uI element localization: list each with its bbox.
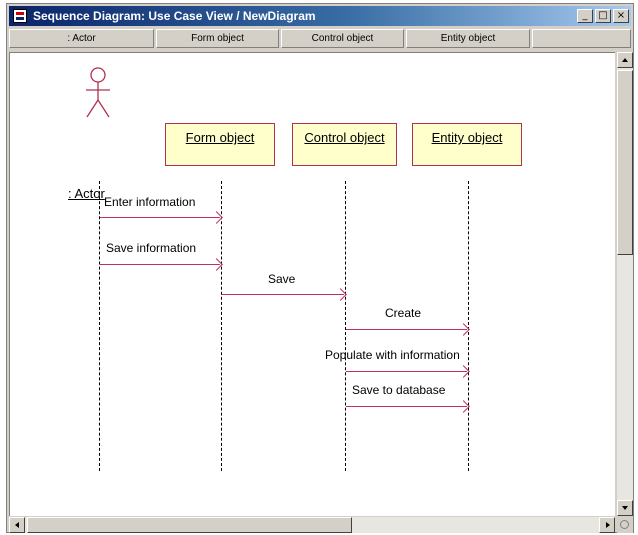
close-button[interactable]: × <box>613 9 629 23</box>
scroll-left-icon[interactable] <box>9 517 25 533</box>
minimize-button[interactable]: _ <box>577 9 593 23</box>
object-label: Entity object <box>431 130 503 145</box>
object-control-object[interactable]: Control object <box>292 123 397 166</box>
message-arrow[interactable] <box>346 371 467 372</box>
stick-figure-icon[interactable] <box>78 67 118 123</box>
vertical-scroll-thumb[interactable] <box>617 70 633 255</box>
object-label: Control object <box>304 130 385 145</box>
lifeline-header-row: : Actor Form object Control object Entit… <box>9 28 631 50</box>
header-entity-object[interactable]: Entity object <box>406 29 530 48</box>
scroll-up-icon[interactable] <box>617 52 633 68</box>
object-label: Form object <box>185 130 255 145</box>
lifeline-actor[interactable] <box>99 181 100 471</box>
message-label[interactable]: Create <box>385 306 422 320</box>
header-actor[interactable]: : Actor <box>9 29 154 48</box>
lifeline-form-object[interactable] <box>221 181 222 471</box>
message-label[interactable]: Save information <box>106 241 197 255</box>
actor-label[interactable]: : Actor <box>68 186 105 201</box>
diagram-window: Sequence Diagram: Use Case View / NewDia… <box>6 3 634 533</box>
message-arrow[interactable] <box>346 406 467 407</box>
zoom-grip-icon[interactable] <box>617 517 633 533</box>
scroll-down-icon[interactable] <box>617 500 633 516</box>
window-title: Sequence Diagram: Use Case View / NewDia… <box>33 9 316 23</box>
maximize-button[interactable]: □ <box>595 9 611 23</box>
object-form-object[interactable]: Form object <box>165 123 275 166</box>
message-label[interactable]: Save to database <box>352 383 446 397</box>
header-form-object[interactable]: Form object <box>156 29 279 48</box>
message-arrow[interactable] <box>222 294 344 295</box>
header-control-object[interactable]: Control object <box>281 29 404 48</box>
message-arrow[interactable] <box>100 217 220 218</box>
message-label[interactable]: Enter information <box>104 195 196 209</box>
app-icon[interactable] <box>13 9 27 23</box>
message-arrow[interactable] <box>100 264 220 265</box>
object-entity-object[interactable]: Entity object <box>412 123 522 166</box>
horizontal-scrollbar[interactable] <box>9 517 615 533</box>
vertical-scrollbar[interactable] <box>617 52 633 516</box>
diagram-canvas[interactable]: : Actor Form object Control object Entit… <box>9 52 615 516</box>
message-label[interactable]: Populate with information <box>325 348 460 362</box>
title-bar[interactable]: Sequence Diagram: Use Case View / NewDia… <box>9 6 631 26</box>
message-label[interactable]: Save <box>268 272 296 286</box>
message-arrow[interactable] <box>346 329 467 330</box>
lifeline-control-object[interactable] <box>345 181 346 471</box>
lifeline-entity-object[interactable] <box>468 181 469 471</box>
horizontal-scroll-thumb[interactable] <box>27 517 352 533</box>
scroll-right-icon[interactable] <box>599 517 615 533</box>
header-empty-column <box>532 29 631 48</box>
